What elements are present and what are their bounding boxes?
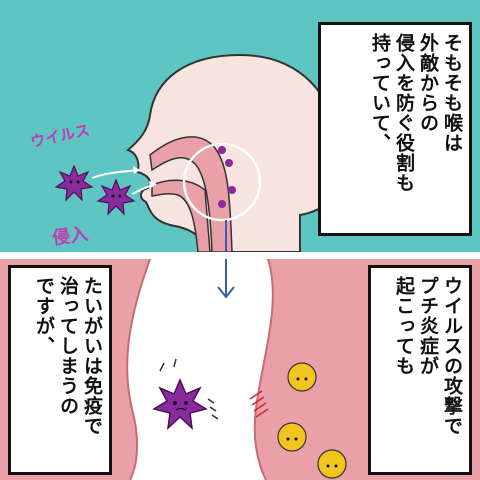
panel-divider	[0, 252, 480, 259]
magnifier-circle	[182, 142, 262, 222]
narration-line: ですが、	[33, 276, 55, 356]
narration-line: 起こっても	[393, 276, 415, 376]
virus-small-2	[225, 159, 233, 167]
immune-cell-icon	[277, 422, 307, 452]
immune-cell-icon	[287, 362, 317, 392]
arrow-icon	[91, 169, 141, 179]
invasion-label: 侵入	[50, 223, 90, 250]
narration-line: 治ってしまうの	[57, 276, 79, 416]
narration-line: 持っていて、	[369, 33, 391, 153]
head-cross-section-illustration	[54, 53, 342, 252]
narration-box-top: そもそも喉は 外敵からの 侵入を防ぐ役割も 持っていて、	[318, 22, 472, 236]
virus-small-4	[218, 200, 226, 208]
bottom-comic-panel: ウイルスの攻撃で プチ炎症が 起こっても たいがいは免疫で 治ってしまうの です…	[0, 259, 480, 480]
narration-line: ウイルスの攻撃で	[441, 276, 463, 436]
virus-icon	[96, 178, 136, 216]
inflammation-marks	[249, 390, 269, 418]
narration-line: たいがいは免疫で	[81, 276, 103, 436]
narration-line: 外敵からの	[417, 33, 439, 133]
narration-box-left: たいがいは免疫で 治ってしまうの ですが、	[8, 265, 112, 475]
narration-line: そもそも喉は	[441, 33, 463, 153]
top-comic-panel: ウイルス 侵入 そもそも喉は 外敵からの 侵入を防ぐ役割も 持っていて、	[0, 0, 480, 252]
narration-line: 侵入を防ぐ役割も	[393, 33, 415, 193]
virus-icon	[152, 378, 208, 430]
narration-box-right: ウイルスの攻撃で プチ炎症が 起こっても	[368, 265, 472, 475]
narration-line: プチ炎症が	[417, 276, 439, 376]
virus-small-1	[218, 146, 226, 154]
virus-icon	[54, 164, 94, 202]
immune-cell-icon	[317, 449, 347, 479]
virus-small-3	[228, 186, 236, 194]
